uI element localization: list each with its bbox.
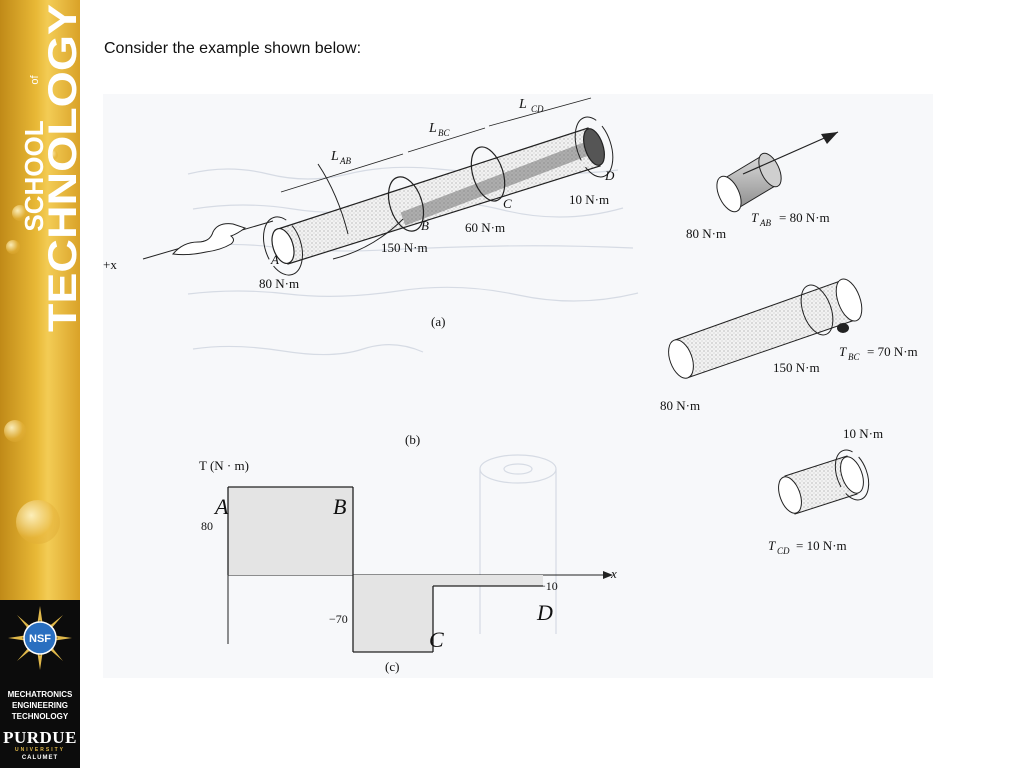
chart-tick-80: 80 [201, 519, 213, 533]
purdue-wordmark: PURDUE [3, 728, 77, 747]
fbd1-torque-label: 80 N·m [686, 226, 726, 241]
torque-segment-fill [433, 575, 543, 586]
nsf-label: NSF [29, 633, 51, 645]
fbd2-torque-mid: 150 N·m [773, 360, 820, 375]
fbd1-internal-sub: AB [759, 218, 771, 228]
fbd3-torque-label: 10 N·m [843, 426, 883, 441]
fbd2-internal-t: T [839, 344, 847, 359]
chart-tick-neg70: −70 [329, 612, 348, 626]
decorative-bubble [4, 420, 26, 442]
school-of-technology-wordmark: SCHOOL of TECHNOLOGY [19, 4, 80, 332]
label-torque-a: 80 N·m [259, 276, 299, 291]
handwritten-label-d: D [536, 600, 553, 625]
shaft-end-a [271, 228, 295, 264]
torque-segment-fill [353, 575, 433, 652]
program-line-3: TECHNOLOGY [11, 712, 69, 721]
shaft-body [277, 127, 601, 265]
nsf-logo-icon: NSF [8, 606, 72, 670]
handwritten-label-c: C [429, 627, 444, 652]
free-body-diagrams-b: 80 N·m T AB = 80 N·m 80 N·m 150 N·m T BC… [405, 131, 918, 556]
wordmark-school: SCHOOL [19, 120, 49, 231]
torque-figure-svg: +x L AB L BC L CD A B C D 80 N·m 150 N·m… [103, 97, 918, 674]
label-length-cd: L [518, 97, 527, 112]
fbd2-internal-value: = 70 N·m [867, 344, 918, 359]
ring-c [470, 146, 506, 202]
torque-diagram-c: T (N · m) x 80 −70 −10 A B C D (c) [199, 458, 617, 674]
decorative-bubble [12, 205, 28, 221]
label-torque-c: 60 N·m [465, 220, 505, 235]
purdue-logo: PURDUE UNIVERSITY CALUMET [3, 728, 76, 764]
chart-tick-neg10: −10 [539, 579, 558, 593]
torque-figure: +x L AB L BC L CD A B C D 80 N·m 150 N·m… [103, 94, 933, 678]
label-torque-b: 150 N·m [381, 240, 428, 255]
sidebar-gold-panel [0, 0, 80, 600]
caption-a: (a) [431, 314, 445, 329]
fbd1-internal-value: = 80 N·m [779, 210, 830, 225]
label-point-d: D [604, 168, 615, 183]
handwritten-label-a: A [213, 494, 229, 519]
shaft-diagram-a: +x L AB L BC L CD A B C D 80 N·m 150 N·m… [103, 97, 615, 329]
caption-b: (b) [405, 432, 420, 447]
label-length-ab: L [330, 149, 339, 164]
fbd3-internal-sub: CD [777, 546, 790, 556]
slide-heading: Consider the example shown below: [104, 40, 362, 57]
chart-y-label: T (N · m) [199, 458, 249, 473]
purdue-campus-label: CALUMET [21, 755, 59, 761]
chart-segments [227, 486, 543, 653]
shaft-end-d [583, 128, 605, 166]
axis-label-x: +x [103, 257, 117, 272]
fbd3-internal-t: T [768, 538, 776, 553]
fbd2-internal-sub: BC [848, 352, 860, 362]
torque-segment-fill [228, 487, 353, 575]
program-line-2: ENGINEERING [11, 701, 68, 710]
label-torque-d: 10 N·m [569, 192, 609, 207]
sidebar: SCHOOL of TECHNOLOGY NSF MECHATRONIC [0, 0, 80, 768]
caption-c: (c) [385, 659, 399, 674]
ring-d [574, 116, 614, 178]
label-length-ab-sub: AB [339, 156, 351, 166]
decorative-bubble [48, 150, 58, 160]
fbd2-torque-left: 80 N·m [660, 398, 700, 413]
decorative-bubble [16, 500, 60, 544]
label-length-cd-sub: CD [531, 104, 544, 114]
wordmark-technology: TECHNOLOGY [41, 4, 80, 332]
label-point-a: A [270, 252, 279, 267]
fbd1-internal-t: T [751, 210, 759, 225]
program-line-1: MECHATRONICS [7, 690, 73, 699]
label-point-b: B [421, 218, 429, 233]
sidebar-logo-panel: NSF MECHATRONICS ENGINEERING TECHNOLOGY … [0, 600, 80, 768]
label-length-bc: L [428, 121, 437, 136]
fbd3-internal-value: = 10 N·m [796, 538, 847, 553]
decorative-bubble [6, 240, 20, 254]
label-length-bc-sub: BC [438, 128, 450, 138]
ring-a [263, 216, 303, 276]
wordmark-of: of [29, 74, 41, 84]
ring-b [387, 176, 425, 232]
handwritten-label-b: B [333, 494, 346, 519]
chart-x-label: x [610, 566, 617, 581]
purdue-university-label: UNIVERSITY [14, 747, 65, 753]
hand-sketch-icon [172, 223, 247, 256]
label-point-c: C [503, 196, 512, 211]
